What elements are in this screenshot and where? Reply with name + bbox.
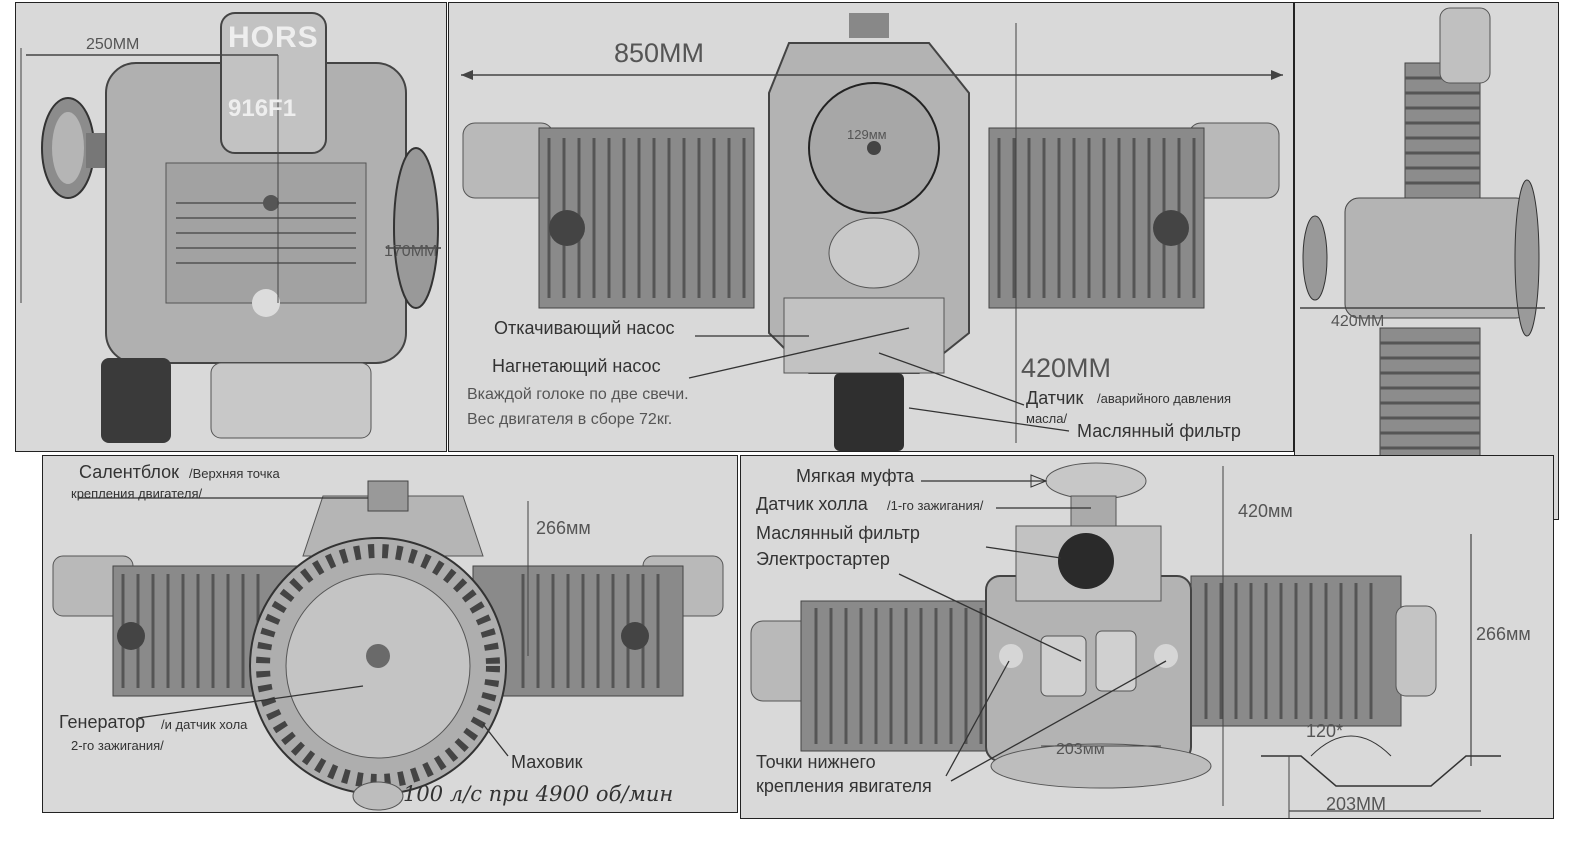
label-generator-detail: /и датчик хола	[161, 717, 248, 732]
dim-length-label: 850ММ	[614, 38, 705, 68]
label-hall-sensor-detail: /1-го зажигания/	[887, 498, 984, 513]
label-pump-out: Откачивающий насос	[494, 318, 675, 338]
dim-height-top-label: 420мм	[1238, 501, 1293, 521]
note-engine-weight: Вес двигателя в сборе 72кг.	[467, 411, 673, 428]
dim-mount-spacing-label: 203мм	[1056, 741, 1105, 758]
dim-base-label: 203ММ	[1326, 794, 1387, 814]
engine-top-drawing	[461, 13, 1283, 451]
label-oil-sensor: Датчик	[1026, 388, 1084, 408]
label-hall-sensor: Датчик холла	[756, 494, 868, 514]
dim-width-label: 250ММ	[86, 36, 140, 53]
dim-height-label: 170ММ	[384, 243, 438, 260]
dim-angle-label: 120*	[1306, 721, 1344, 741]
label-soft-coupling: Мягкая муфта	[796, 466, 915, 486]
panel-right-view: 420ММ	[1294, 2, 1559, 520]
logo-text-hors: HORS	[228, 21, 319, 54]
label-pump-in: Нагнетающий насос	[492, 356, 661, 376]
dim-circle-label: 129мм	[847, 127, 887, 142]
note-spark-plugs: Вкаждой голоке по две свечи.	[467, 386, 689, 403]
dim-height-label: 266мм	[536, 518, 591, 538]
label-oil-filter-rear: Маслянный фильтр	[756, 523, 920, 543]
label-oil-filter-top: Маслянный фильтр	[1077, 421, 1241, 441]
label-oil-sensor-detail2: масла/	[1026, 411, 1068, 426]
spec-power: 100 л/с при 4900 об/мин	[403, 782, 674, 806]
engine-rear-drawing	[750, 462, 1501, 818]
engine-vertical-drawing	[1300, 7, 1545, 514]
panel-front-view: Салентблок /Верхняя точка крепления двиг…	[42, 455, 738, 813]
label-mount-top-detail2: крепления двигателя/	[71, 486, 203, 501]
label-generator-detail2: 2-го зажигания/	[71, 738, 164, 753]
panel-rear-view: Мягкая муфта Датчик холла /1-го зажигани…	[740, 455, 1554, 819]
label-generator: Генератор	[59, 712, 146, 732]
label-mount-bottom2: крепления явигателя	[756, 776, 932, 796]
label-mount-top: Салентблок	[79, 462, 180, 482]
dim-height-side-label: 266мм	[1476, 624, 1531, 644]
label-electric-starter: Электростартер	[756, 549, 890, 569]
label-mount-bottom: Точки нижнего	[756, 752, 876, 772]
label-oil-sensor-detail: /аварийного давления	[1097, 391, 1232, 406]
engine-front-drawing	[52, 480, 724, 811]
label-flywheel: Маховик	[511, 752, 583, 772]
dim-width-label: 420ММ	[1331, 313, 1385, 330]
panel-top-view: 850ММ 129мм 420ММ Откачивающий насос Наг…	[448, 2, 1294, 452]
label-mount-top-detail: /Верхняя точка	[189, 466, 280, 481]
panel-side-view: HORS 916F1 250ММ 170ММ	[15, 2, 447, 452]
logo-text-model: 916F1	[228, 95, 297, 122]
engine-side-drawing	[20, 12, 441, 443]
dim-height-label: 420ММ	[1021, 353, 1112, 383]
